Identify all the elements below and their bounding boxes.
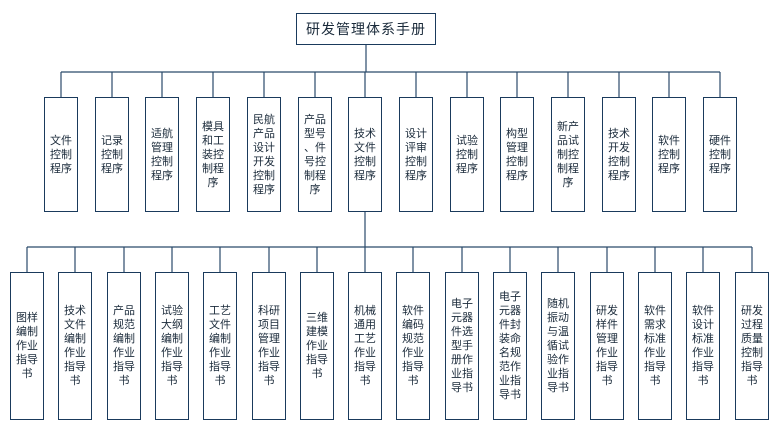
level1-box: 技术 文件 控制 程序 (348, 97, 382, 212)
level2-label: 软件 需求 标准 作业 指导 书 (644, 304, 666, 387)
level2-label: 随机 振动 与温 循试 验作 业指 导书 (547, 297, 569, 394)
level1-box: 硬件 控制 程序 (703, 97, 737, 212)
level2-label: 软件 编码 规范 作业 指导 书 (402, 304, 424, 387)
level2-label: 研发 样件 管理 作业 指导 书 (596, 304, 618, 387)
root-box: 研发管理体系手册 (296, 13, 436, 45)
level2-box: 三维 建模 作业 指导 书 (300, 272, 334, 420)
level2-label: 软件 设计 标准 作业 指导 书 (692, 304, 714, 387)
level2-label: 产品 规范 编制 作业 指导 书 (113, 304, 135, 387)
level2-box: 软件 设计 标准 作业 指导 书 (686, 272, 720, 420)
level2-label: 三维 建模 作业 指导 书 (306, 311, 328, 380)
level2-label: 研发 过程 质量 控制 指导 书 (741, 304, 763, 387)
level1-box: 设计 评审 控制 程序 (399, 97, 433, 212)
level1-label: 民航 产品 设计 开发 控制 程序 (253, 112, 275, 196)
level2-label: 技术 文件 编制 作业 指导 书 (64, 304, 86, 387)
level1-box: 技术 开发 控制 程序 (602, 97, 636, 212)
level1-label: 适航 管理 控制 程序 (151, 126, 173, 182)
level1-label: 文件 控制 程序 (50, 133, 72, 175)
level1-label: 软件 控制 程序 (658, 133, 680, 175)
level1-box: 新产 品试 制控 制程 序 (551, 97, 585, 212)
level2-box: 研发 样件 管理 作业 指导 书 (590, 272, 624, 420)
level2-label: 机械 通用 工艺 作业 指导 书 (354, 304, 376, 387)
level1-label: 试验 控制 程序 (456, 133, 478, 175)
level2-label: 试验 大纲 编制 作业 指导 书 (161, 304, 183, 387)
level2-box: 电子 元器 件选 型手 册作 业指 导书 (445, 272, 479, 420)
level1-label: 产品 型号 、件 号控 制程 序 (304, 112, 326, 196)
level1-label: 记录 控制 程序 (101, 133, 123, 175)
root-label: 研发管理体系手册 (306, 22, 426, 38)
level1-label: 新产 品试 制控 制程 序 (557, 119, 579, 189)
level1-box: 记录 控制 程序 (95, 97, 129, 212)
level1-label: 模具 和工 装控 制程 序 (202, 119, 224, 189)
level2-box: 产品 规范 编制 作业 指导 书 (107, 272, 141, 420)
level2-label: 工艺 文件 编制 作业 指导 书 (209, 304, 231, 387)
level1-label: 技术 文件 控制 程序 (354, 126, 376, 182)
level1-box: 软件 控制 程序 (652, 97, 686, 212)
level2-box: 工艺 文件 编制 作业 指导 书 (203, 272, 237, 420)
level1-label: 设计 评审 控制 程序 (405, 126, 427, 182)
level1-box: 产品 型号 、件 号控 制程 序 (298, 97, 332, 212)
level2-box: 研发 过程 质量 控制 指导 书 (735, 272, 769, 420)
level2-label: 图样 编制 作业 指导 书 (16, 311, 38, 380)
level2-label: 科研 项目 管理 作业 指导 书 (258, 304, 280, 387)
level1-box: 民航 产品 设计 开发 控制 程序 (247, 97, 281, 212)
level2-box: 软件 需求 标准 作业 指导 书 (638, 272, 672, 420)
level1-label: 构型 管理 控制 程序 (506, 126, 528, 182)
level2-box: 随机 振动 与温 循试 验作 业指 导书 (541, 272, 575, 420)
level1-box: 文件 控制 程序 (44, 97, 78, 212)
level2-box: 软件 编码 规范 作业 指导 书 (396, 272, 430, 420)
level1-box: 构型 管理 控制 程序 (500, 97, 534, 212)
level1-box: 适航 管理 控制 程序 (145, 97, 179, 212)
level2-box: 试验 大纲 编制 作业 指导 书 (155, 272, 189, 420)
level2-label: 电子 元器 件选 型手 册作 业指 导书 (451, 297, 473, 394)
level1-label: 硬件 控制 程序 (709, 133, 731, 175)
level2-box: 科研 项目 管理 作业 指导 书 (252, 272, 286, 420)
level2-box: 机械 通用 工艺 作业 指导 书 (348, 272, 382, 420)
level1-label: 技术 开发 控制 程序 (608, 126, 630, 182)
level2-box: 技术 文件 编制 作业 指导 书 (58, 272, 92, 420)
level2-box: 电子 元器 件封 装命 名规 范作 业指 导书 (493, 272, 527, 420)
level1-box: 试验 控制 程序 (450, 97, 484, 212)
level2-label: 电子 元器 件封 装命 名规 范作 业指 导书 (499, 290, 521, 401)
level2-box: 图样 编制 作业 指导 书 (10, 272, 44, 420)
level1-box: 模具 和工 装控 制程 序 (196, 97, 230, 212)
